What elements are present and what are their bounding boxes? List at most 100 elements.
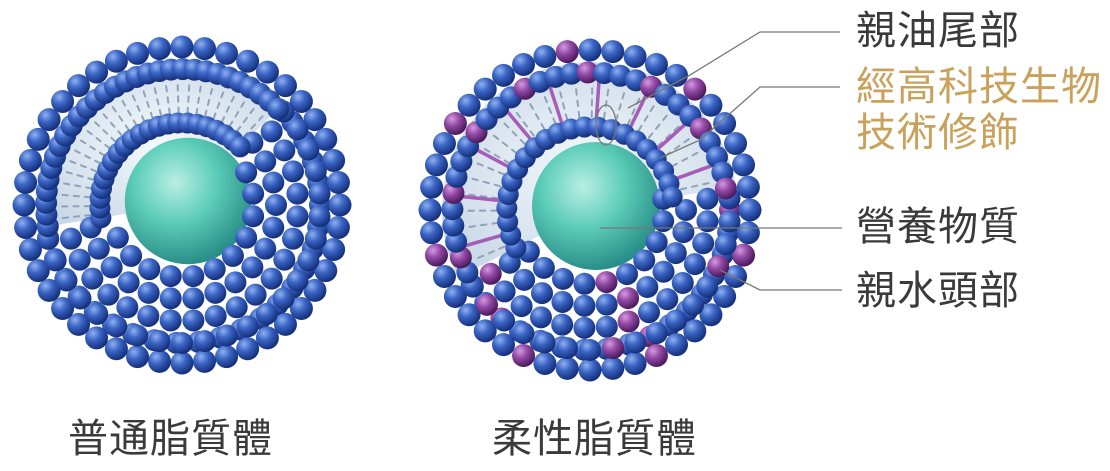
hydrophilic-head-sphere <box>81 268 103 290</box>
modified-head-sphere <box>645 344 668 367</box>
hydrophilic-head-sphere <box>105 337 128 360</box>
modified-head-sphere <box>602 337 624 359</box>
hydrophilic-head-sphere <box>665 242 687 264</box>
hydrophilic-head-sphere <box>126 42 149 65</box>
label-hydrophilic-head: 親水頭部 <box>856 268 1020 314</box>
hydrophilic-head-sphere <box>235 227 257 249</box>
hydrophilic-head-sphere <box>204 258 226 280</box>
hydrophilic-head-sphere <box>645 53 668 76</box>
modified-head-sphere <box>476 294 498 316</box>
hydrophilic-head-sphere <box>171 36 194 59</box>
hydrophilic-head-sphere <box>683 319 706 342</box>
flexible-liposome <box>419 39 762 382</box>
hydrophilic-head-sphere <box>646 322 668 344</box>
hydrophilic-head-sphere <box>137 305 159 327</box>
hydrophilic-head-sphere <box>696 188 718 210</box>
hydrophilic-head-sphere <box>182 265 204 287</box>
hydrophilic-head-sphere <box>739 199 762 222</box>
hydrophilic-head-sphere <box>105 315 127 337</box>
hydrophilic-head-sphere <box>601 40 624 63</box>
hydrophilic-head-sphere <box>120 245 142 267</box>
hydrophilic-head-sphere <box>101 256 123 278</box>
hydrophilic-head-sphere <box>224 271 246 293</box>
hydrophilic-head-sphere <box>512 53 535 76</box>
hydrophilic-head-sphere <box>282 228 304 250</box>
hydrophilic-head-sphere <box>241 256 263 278</box>
hydrophilic-head-sphere <box>242 205 264 227</box>
hydrophilic-head-sphere <box>236 50 259 73</box>
hydrophilic-head-sphere <box>286 205 308 227</box>
modified-head-sphere <box>556 40 579 63</box>
hydrophilic-head-sphere <box>737 221 760 244</box>
hydrophilic-head-sphere <box>171 332 193 354</box>
hydrophilic-head-sphere <box>305 160 327 182</box>
hydrophilic-head-sphere <box>534 331 556 353</box>
hydrophilic-head-sphere <box>97 284 119 306</box>
hydrophilic-head-sphere <box>265 194 287 216</box>
hydrophilic-head-sphere <box>261 268 283 290</box>
hydrophilic-head-sphere <box>638 301 660 323</box>
modified-head-sphere <box>444 112 467 135</box>
hydrophilic-head-sphere <box>273 287 295 309</box>
label-nutrient: 營養物質 <box>856 204 1020 250</box>
label-tech-modification-line2: 技術修飾 <box>856 110 1020 156</box>
hydrophilic-head-sphere <box>45 249 67 271</box>
hydrophilic-head-sphere <box>327 216 350 239</box>
label-lipophilic-tail: 親油尾部 <box>856 8 1020 54</box>
hydrophilic-head-sphere <box>69 287 91 309</box>
hydrophilic-head-sphere <box>305 228 327 250</box>
hydrophilic-head-sphere <box>126 345 149 368</box>
modified-head-sphere <box>707 255 729 277</box>
hydrophilic-head-sphere <box>236 337 259 360</box>
hydrophilic-head-sphere <box>433 132 456 155</box>
hydrophilic-head-sphere <box>556 357 579 380</box>
hydrophilic-head-sphere <box>160 265 182 287</box>
hydrophilic-head-sphere <box>118 271 140 293</box>
hydrophilic-head-sphere <box>171 352 194 375</box>
hydrophilic-head-sphere <box>624 331 646 353</box>
caption-flexible-liposome: 柔性脂質體 <box>492 416 697 462</box>
hydrophilic-head-sphere <box>235 161 257 183</box>
hydrophilic-head-sphere <box>204 282 226 304</box>
hydrophilic-head-sphere <box>425 153 448 176</box>
hydrophilic-head-sphere <box>86 303 108 325</box>
hydrophilic-head-sphere <box>267 98 289 120</box>
hydrophilic-head-sphere <box>262 172 284 194</box>
hydrophilic-head-sphere <box>713 112 736 135</box>
hydrophilic-head-sphere <box>160 309 182 331</box>
hydrophilic-head-sphere <box>222 245 244 267</box>
hydrophilic-head-sphere <box>493 309 515 331</box>
hydrophilic-head-sphere <box>13 194 36 217</box>
hydrophilic-head-sphere <box>531 282 553 304</box>
hydrophilic-head-sphere <box>636 276 658 298</box>
hydrophilic-head-sphere <box>273 249 295 271</box>
hydrophilic-head-sphere <box>682 294 704 316</box>
hydrophilic-head-sphere <box>216 325 238 347</box>
hydrophilic-head-sphere <box>242 183 264 205</box>
hydrophilic-head-sphere <box>69 249 91 271</box>
hydrophilic-head-sphere <box>579 39 602 62</box>
hydrophilic-head-sphere <box>60 228 82 250</box>
hydrophilic-head-sphere <box>88 238 110 260</box>
hydrophilic-head-sphere <box>215 345 238 368</box>
hydrophilic-head-sphere <box>282 160 304 182</box>
hydrophilic-head-sphere <box>533 45 556 68</box>
hydrophilic-head-sphere <box>624 352 647 375</box>
hydrophilic-head-sphere <box>287 119 309 141</box>
hydrophilic-head-sphere <box>511 295 533 317</box>
hydrophilic-head-sphere <box>696 276 718 298</box>
hydrophilic-head-sphere <box>633 249 655 271</box>
hydrophilic-head-sphere <box>215 42 238 65</box>
hydrophilic-head-sphere <box>692 232 714 254</box>
hydrophilic-head-sphere <box>551 291 573 313</box>
hydrophilic-head-sphere <box>596 316 618 338</box>
hydrophilic-head-sphere <box>652 210 674 232</box>
hydrophilic-head-sphere <box>148 350 171 373</box>
hydrophilic-head-sphere <box>573 273 595 295</box>
modified-head-sphere <box>512 344 535 367</box>
hydrophilic-head-sphere <box>573 295 595 317</box>
hydrophilic-head-sphere <box>616 263 638 285</box>
hydrophilic-head-sphere <box>194 330 216 352</box>
label-tech-modification-line1: 經高科技生物 <box>856 64 1102 110</box>
hydrophilic-head-sphere <box>533 352 556 375</box>
